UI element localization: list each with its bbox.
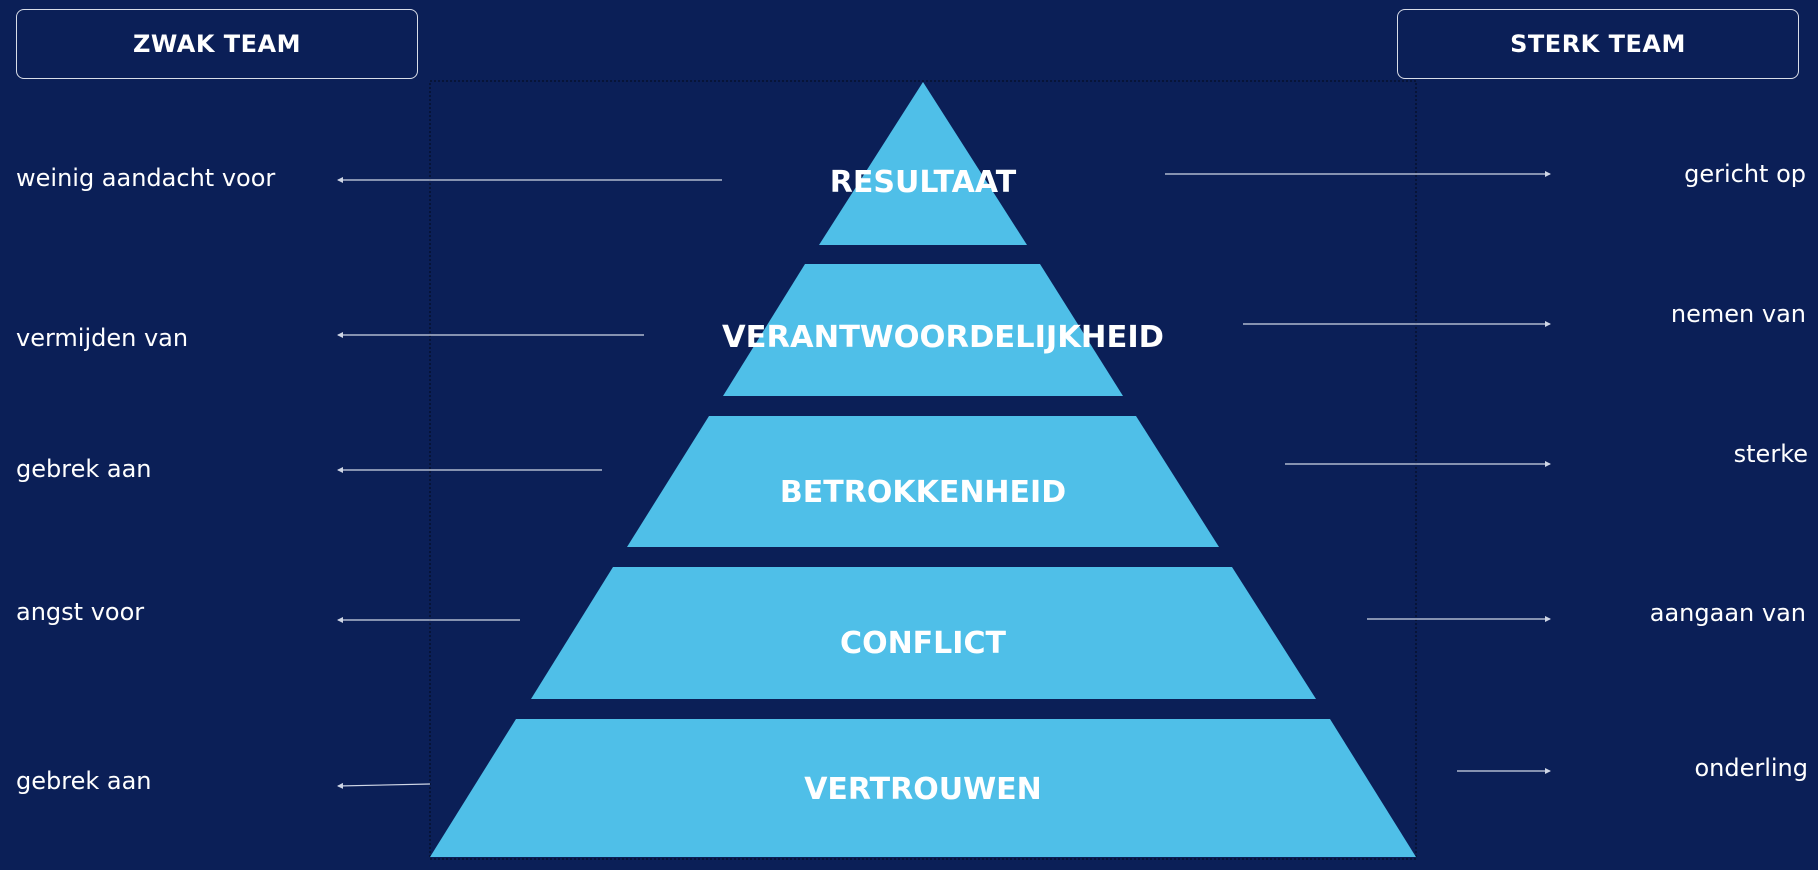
strong-team-header: STERK TEAM	[1397, 9, 1799, 79]
weak-label-resultaat: weinig aandacht voor	[16, 164, 276, 192]
pyramid-level-conflict	[531, 567, 1316, 699]
strong-label-conflict: aangaan van	[1649, 599, 1806, 627]
weak-label-vertrouwen: gebrek aan	[16, 767, 152, 795]
pyramid-level-verantwoordelijkheid	[723, 264, 1123, 396]
weak-label-conflict: angst voor	[16, 598, 145, 626]
pyramid-level-betrokkenheid	[627, 416, 1219, 547]
strong-label-vertrouwen: onderling	[1694, 754, 1808, 782]
level-title-conflict: CONFLICT	[840, 626, 1006, 661]
strong-label-verantwoordelijkheid: nemen van	[1670, 300, 1806, 328]
level-title-vertrouwen: VERTROUWEN	[804, 772, 1042, 807]
strong-label-resultaat: gericht op	[1684, 160, 1806, 188]
weak-label-verantwoordelijkheid: vermijden van	[16, 324, 189, 352]
weak-label-betrokkenheid: gebrek aan	[16, 455, 152, 483]
level-title-verantwoordelijkheid: VERANTWOORDELIJKHEID	[722, 320, 1164, 355]
level-title-resultaat: RESULTAAT	[830, 165, 1017, 200]
pyramid-level-resultaat	[819, 82, 1027, 245]
pyramid-level-vertrouwen	[430, 719, 1416, 857]
weak-arrow-vertrouwen	[337, 782, 431, 789]
level-title-betrokkenheid: BETROKKENHEID	[780, 475, 1066, 510]
strong-label-betrokkenheid: sterke	[1733, 440, 1808, 468]
weak-team-header: ZWAK TEAM	[16, 9, 418, 79]
pyramid-frame	[429, 80, 1417, 860]
